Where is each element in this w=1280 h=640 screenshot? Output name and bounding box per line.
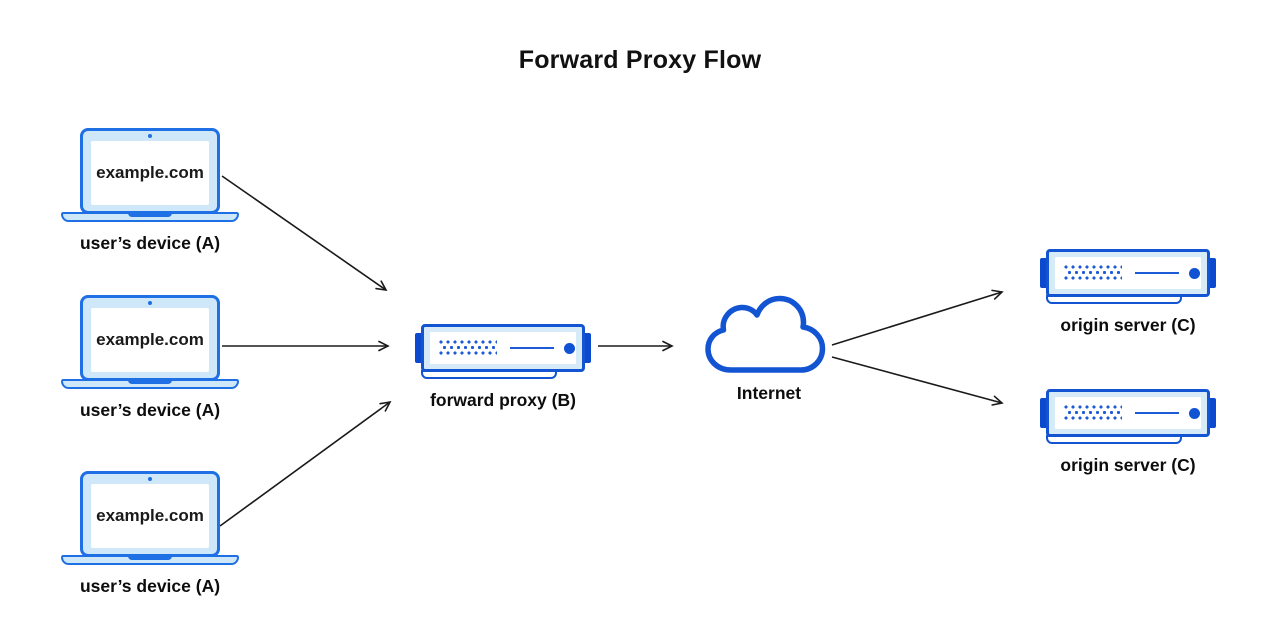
arrow-device1-to-proxy xyxy=(221,175,388,292)
server-foot xyxy=(1046,295,1182,304)
arrow-internet-to-origin2 xyxy=(831,356,1004,406)
server-slot-line xyxy=(510,347,554,349)
page-title: Forward Proxy Flow xyxy=(518,46,762,74)
server-led-icon xyxy=(564,342,575,354)
laptop-notch xyxy=(128,380,172,384)
origin-server-label: origin server (C) xyxy=(1060,455,1196,475)
server-vents-icon xyxy=(1064,265,1122,281)
server-vents-icon xyxy=(439,340,497,356)
laptop-icon: example.com xyxy=(80,128,220,214)
server-icon xyxy=(1040,389,1216,444)
origin-server-label: origin server (C) xyxy=(1060,315,1196,335)
user-device-1: example.com user’s device (A) xyxy=(61,128,239,254)
user-device-3: example.com user’s device (A) xyxy=(61,471,239,597)
server-foot xyxy=(1046,435,1182,444)
cloud-icon xyxy=(705,295,826,373)
laptop-icon: example.com xyxy=(80,295,220,381)
internet-node: Internet xyxy=(704,294,834,404)
camera-dot-icon xyxy=(148,477,152,481)
device-label: user’s device (A) xyxy=(79,400,221,420)
origin-server-1: origin server (C) xyxy=(1040,249,1216,336)
user-device-2: example.com user’s device (A) xyxy=(61,295,239,421)
server-foot xyxy=(421,370,557,379)
proxy-label: forward proxy (B) xyxy=(430,390,576,410)
laptop-base xyxy=(61,212,239,222)
arrow-device3-to-proxy xyxy=(219,400,392,527)
device-screen-url: example.com xyxy=(91,308,209,372)
laptop-notch xyxy=(128,556,172,560)
server-slot-line xyxy=(1135,272,1179,274)
server-icon xyxy=(415,324,591,379)
camera-dot-icon xyxy=(148,134,152,138)
device-screen-url: example.com xyxy=(91,484,209,548)
device-screen-url: example.com xyxy=(91,141,209,205)
device-label: user’s device (A) xyxy=(79,233,221,253)
server-vents-icon xyxy=(1064,405,1122,421)
laptop-notch xyxy=(128,213,172,217)
laptop-base xyxy=(61,555,239,565)
camera-dot-icon xyxy=(148,301,152,305)
server-led-icon xyxy=(1189,407,1200,419)
server-slot-line xyxy=(1135,412,1179,414)
laptop-icon: example.com xyxy=(80,471,220,557)
server-led-icon xyxy=(1189,267,1200,279)
server-icon xyxy=(1040,249,1216,304)
device-label: user’s device (A) xyxy=(79,576,221,596)
laptop-base xyxy=(61,379,239,389)
internet-label: Internet xyxy=(736,383,802,403)
origin-server-2: origin server (C) xyxy=(1040,389,1216,476)
forward-proxy-node: forward proxy (B) xyxy=(415,324,591,411)
arrow-internet-to-origin1 xyxy=(831,289,1004,346)
